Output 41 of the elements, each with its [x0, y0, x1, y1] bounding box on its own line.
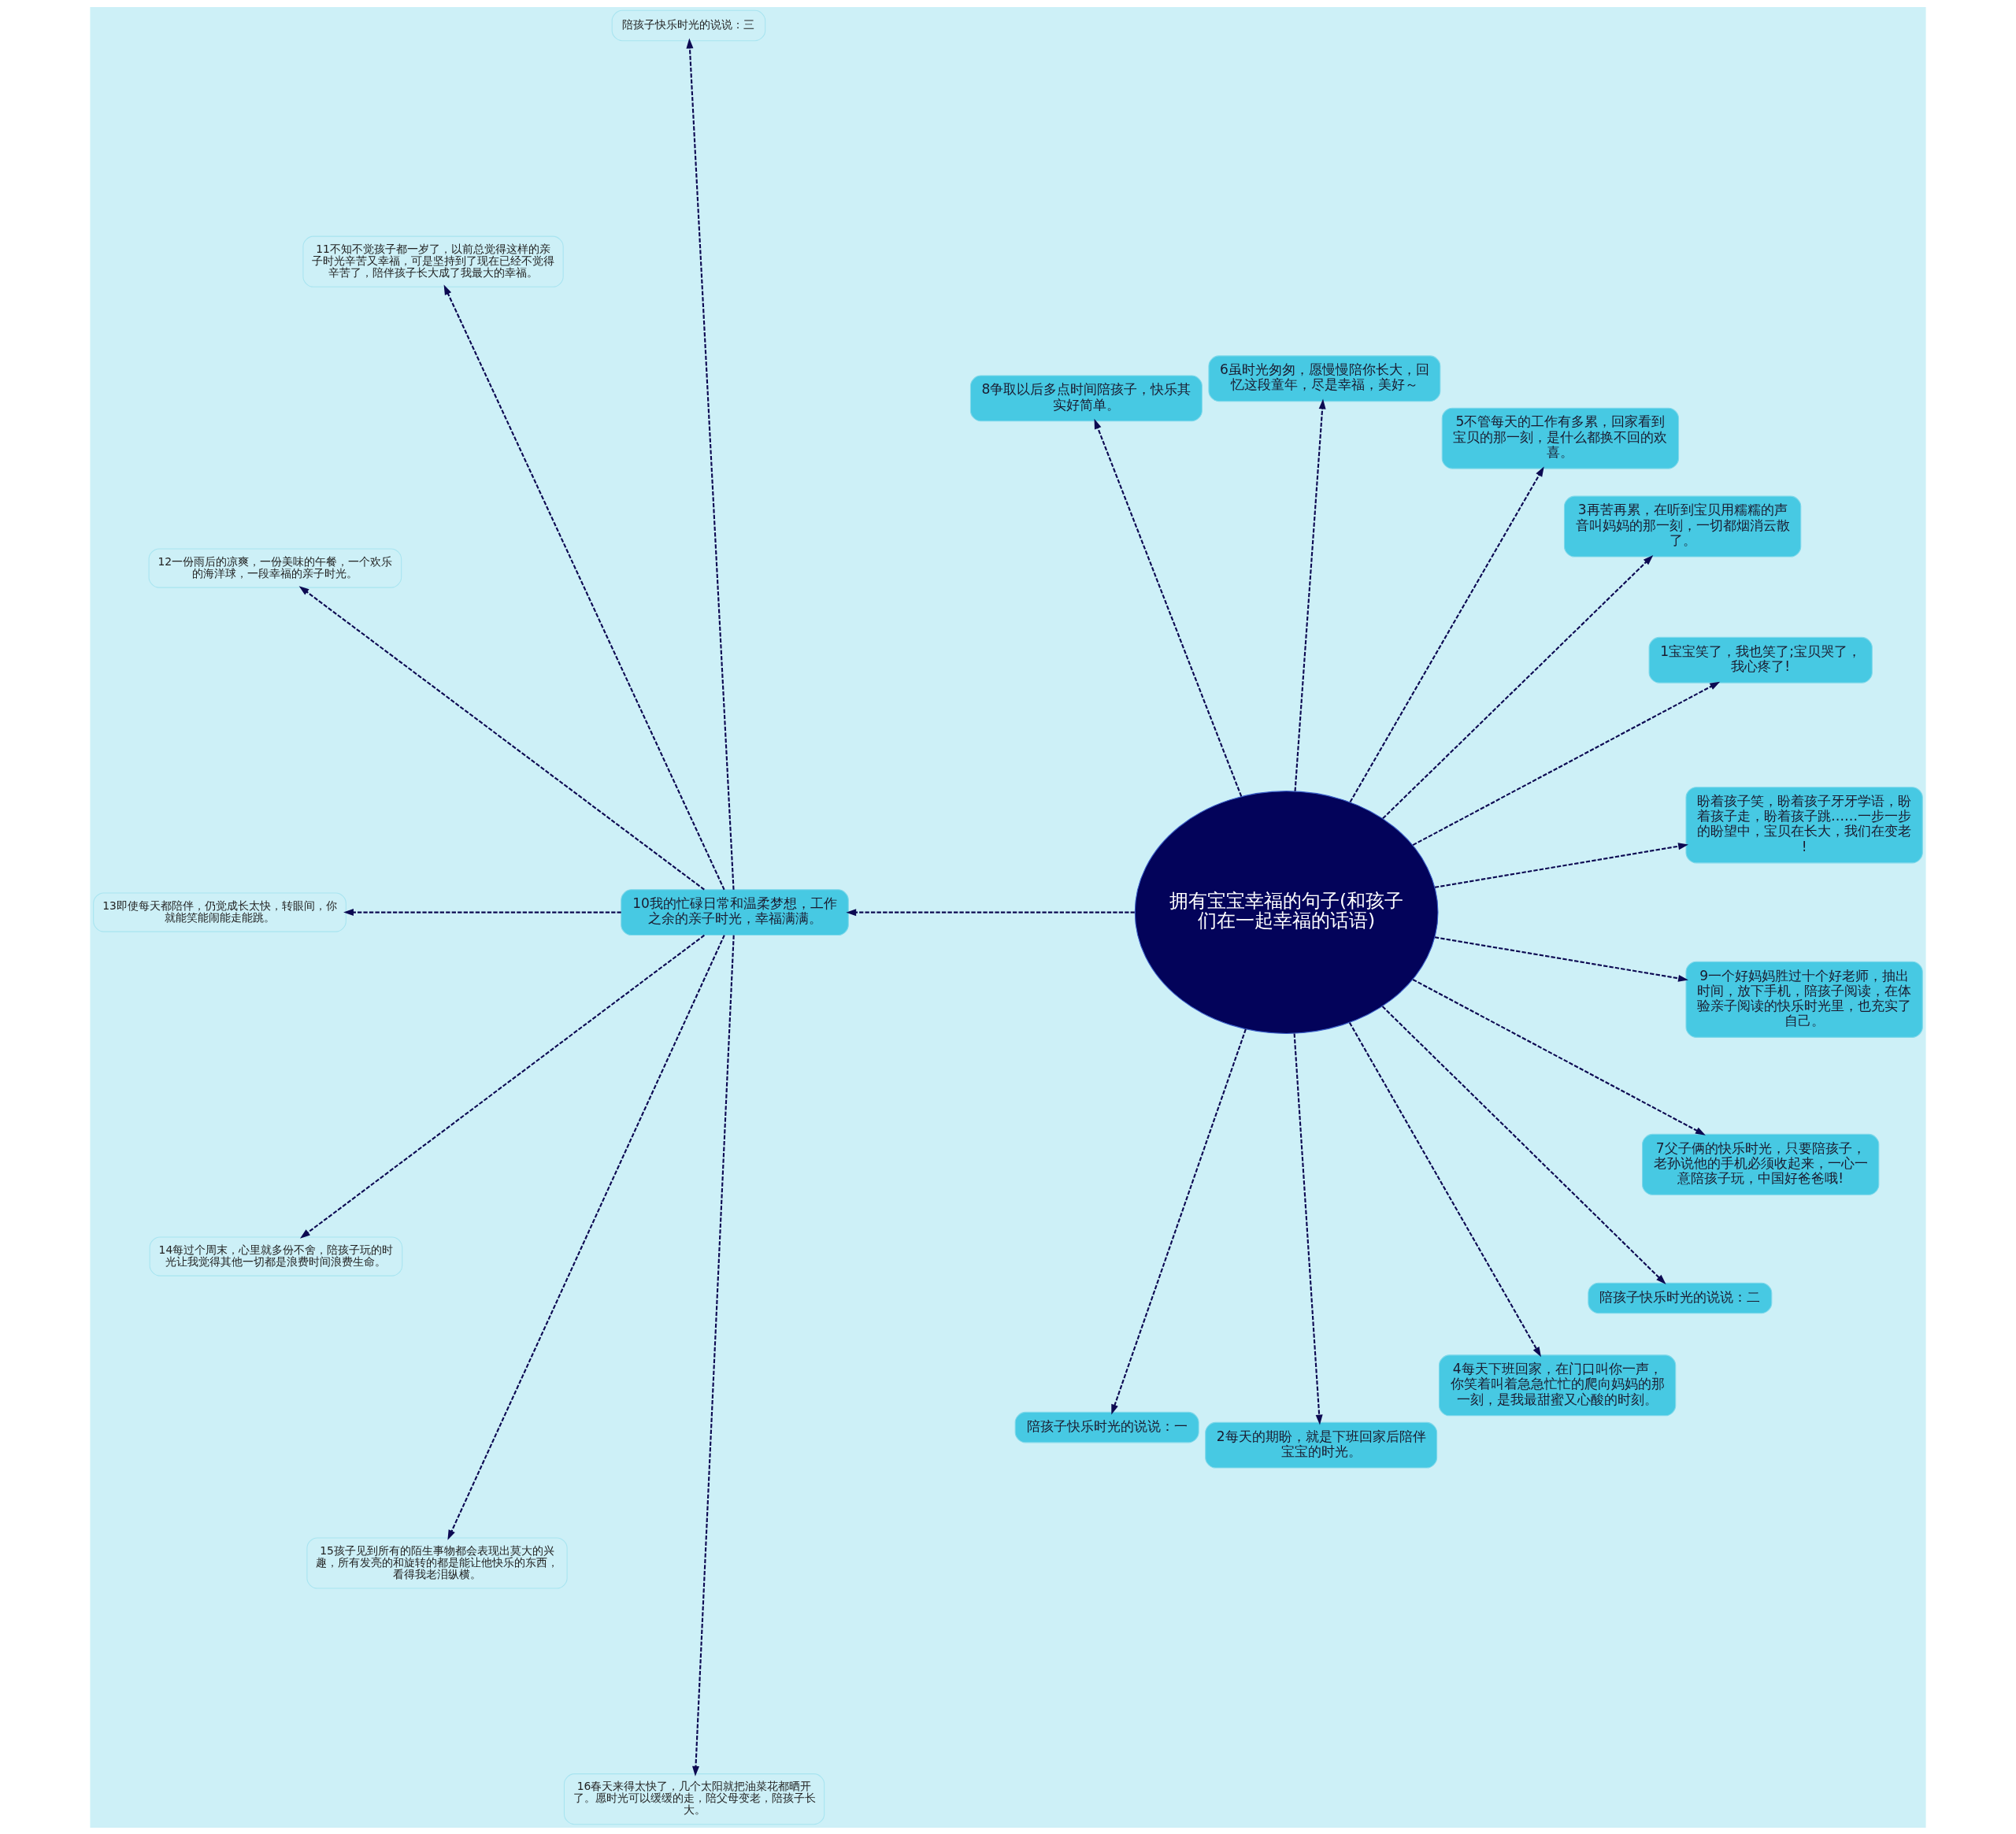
arrow	[1348, 1021, 1542, 1357]
node-box: 1宝宝笑了，我也笑了;宝贝哭了，我心疼了!	[1648, 636, 1873, 684]
arrow	[1111, 1028, 1247, 1414]
node-box: 盼着孩子笑，盼着孩子牙牙学语，盼着孩子走，盼着孩子跳……一步一步的盼望中，宝贝在长大，我们在变老!	[1685, 786, 1923, 863]
node-box: 6虽时光匆匆，愿慢慢陪你长大，回忆这段童年，尽是幸福，美好～	[1208, 354, 1441, 402]
node-box: 12一份雨后的凉爽，一份美味的午餐，一个欢乐的海洋球，一段幸福的亲子时光。	[148, 547, 402, 588]
node-box: 15孩子见到所有的陌生事物都会表现出莫大的兴趣，所有发亮的和旋转的都是能让他快乐的东西，看得我老泪纵横。	[306, 1536, 568, 1589]
arrow	[1434, 936, 1688, 982]
node-box: 11不知不觉孩子都一岁了，以前总觉得这样的亲子时光辛苦又幸福，可是坚持到了现在已经不觉得辛苦了，陪伴孩子长大成了我最大的幸福。	[302, 235, 564, 287]
node-box: 3再苦再累，在听到宝贝用糯糯的声音叫妈妈的那一刻，一切都烟消云散了。	[1563, 495, 1802, 558]
node-box: 10我的忙碌日常和温柔梦想，工作之余的亲子时光，幸福满满。	[621, 888, 849, 936]
node-box: 16春天来得太快了，几个太阳就把油菜花都晒开了。愿时光可以缓缓的走，陪父母变老，陪孩子长大。	[563, 1773, 825, 1825]
arrow	[343, 908, 621, 916]
node-ellipse: 拥有宝宝幸福的句子(和孩子们在一起幸福的话语)	[1134, 790, 1439, 1034]
arrow	[1412, 978, 1706, 1136]
node-box: 5不管每天的工作有多累，回家看到宝贝的那一刻，是什么都换不回的欢喜。	[1441, 407, 1680, 469]
node-box: 2每天的期盼，就是下班回家后陪伴宝宝的时光。	[1205, 1421, 1438, 1469]
arrow	[447, 934, 725, 1540]
arrow	[692, 935, 735, 1777]
node-box: 陪孩子快乐时光的说说：一	[1014, 1411, 1199, 1443]
arrow	[1382, 554, 1654, 819]
arrow	[1094, 418, 1243, 797]
node-box: 9一个好妈妈胜过十个好老师，抽出时间，放下手机，陪孩子阅读，在体验亲子阅读的快乐时光里，也充实了自己。	[1685, 961, 1923, 1038]
arrow	[443, 284, 725, 890]
node-box: 陪孩子快乐时光的说说：二	[1588, 1282, 1773, 1313]
arrow	[298, 585, 705, 890]
arrow	[1412, 681, 1721, 846]
node-box: 7父子俩的快乐时光，只要陪孩子，老孙说他的手机必须收起来，一心一意陪孩子玩，中国好爸爸哦!	[1642, 1133, 1880, 1195]
arrow	[1381, 1005, 1666, 1284]
arrow	[1349, 465, 1544, 802]
node-box: 4每天下班回家，在门口叫你一声，你笑着叫着急急忙忙的爬向妈妈的那一刻，是我最甜蜜又心酸的时刻。	[1438, 1354, 1677, 1416]
arrow	[846, 908, 1135, 916]
node-box: 13即使每天都陪伴，仍觉成长太快，转眼间，你就能笑能闹能走能跳。	[93, 891, 346, 932]
arrow	[1294, 398, 1326, 791]
arrow	[1293, 1032, 1323, 1425]
node-box: 8争取以后多点时间陪孩子，快乐其实好简单。	[969, 374, 1203, 421]
arrow	[300, 934, 705, 1239]
node-box: 陪孩子快乐时光的说说：三	[611, 9, 766, 41]
node-box: 14每过个周末，心里就多份不舍，陪孩子玩的时光让我觉得其他一切都是浪费时间浪费生命。	[149, 1236, 403, 1276]
arrow	[686, 38, 735, 890]
arrow	[1434, 842, 1688, 888]
